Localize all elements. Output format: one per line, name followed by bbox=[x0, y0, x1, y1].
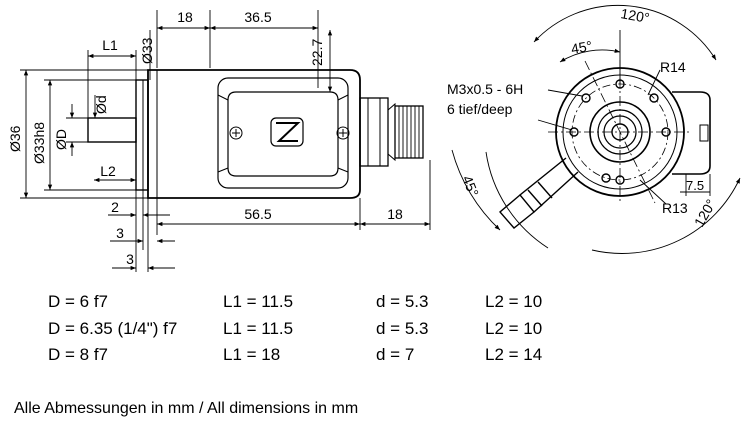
units-footnote: Alle Abmessungen in mm / All dimensions … bbox=[14, 400, 358, 417]
dim-56-5: 56.5 bbox=[244, 206, 271, 222]
screw-icon bbox=[229, 126, 243, 140]
dim-36-5: 36.5 bbox=[244, 9, 271, 25]
dim-r13: R13 bbox=[662, 200, 688, 216]
screw-icon bbox=[336, 126, 350, 140]
dim-120-bottom: 120° bbox=[691, 196, 719, 229]
table-cell-L2-2: L2 = 10 bbox=[485, 319, 542, 338]
logo-icon bbox=[270, 117, 304, 147]
thread-callout: M3x0.5 - 6H bbox=[447, 81, 523, 97]
side-dimension-lines bbox=[20, 10, 431, 272]
dim-2: 2 bbox=[111, 199, 119, 215]
dim-18-top: 18 bbox=[177, 9, 193, 25]
mounting-hole-icon bbox=[601, 173, 611, 183]
mounting-hole-icon bbox=[649, 93, 659, 103]
dim-phi33-top: Ø33 bbox=[139, 37, 155, 64]
dim-phid: Ød bbox=[93, 95, 109, 114]
dim-7-5: 7.5 bbox=[686, 178, 704, 193]
connector-thread bbox=[394, 105, 424, 159]
table-cell-L1-2: L1 = 11.5 bbox=[223, 319, 293, 338]
encoder-body bbox=[147, 69, 361, 199]
dim-phiD: ØD bbox=[53, 129, 69, 150]
dim-phi33h8: Ø33h8 bbox=[31, 122, 47, 164]
dim-phi36: Ø36 bbox=[7, 125, 23, 152]
table-cell-L1-3: L1 = 18 bbox=[223, 345, 280, 364]
table-cell-L2-1: L2 = 10 bbox=[485, 292, 542, 311]
front-dimension-lines bbox=[451, 4, 741, 254]
dim-22-7: 22.7 bbox=[309, 39, 325, 66]
cable-gland bbox=[499, 157, 579, 229]
table-cell-d-2: d = 5.3 bbox=[376, 319, 428, 338]
table-cell-D-1: D = 6 f7 bbox=[48, 292, 108, 311]
dim-r14: R14 bbox=[660, 59, 686, 75]
dim-3a: 3 bbox=[116, 225, 124, 241]
dim-l2: L2 bbox=[100, 163, 116, 179]
dim-45-left: 45° bbox=[459, 173, 482, 199]
table-cell-D-2: D = 6.35 (1/4") f7 bbox=[48, 319, 177, 338]
table-cell-d-3: d = 7 bbox=[376, 345, 414, 364]
label-plate bbox=[217, 77, 349, 189]
connector-housing bbox=[672, 91, 711, 175]
side-view bbox=[87, 69, 424, 199]
dim-18-bottom: 18 bbox=[387, 206, 403, 222]
mounting-hole-icon bbox=[581, 93, 591, 103]
flange bbox=[135, 79, 149, 191]
table-cell-D-3: D = 8 f7 bbox=[48, 345, 108, 364]
dim-45-top: 45° bbox=[570, 38, 594, 57]
table-cell-L2-3: L2 = 14 bbox=[485, 345, 542, 364]
shaft bbox=[87, 117, 137, 143]
dimension-table: D = 6 f7 L1 = 11.5 d = 5.3 L2 = 10 D = 6… bbox=[48, 292, 542, 364]
depth-callout: 6 tief/deep bbox=[447, 101, 513, 117]
connector-nut bbox=[359, 97, 389, 167]
table-cell-d-1: d = 5.3 bbox=[376, 292, 428, 311]
table-cell-L1-1: L1 = 11.5 bbox=[223, 292, 293, 311]
dim-3b: 3 bbox=[126, 251, 134, 267]
dim-120-top: 120° bbox=[619, 5, 650, 26]
dim-l1: L1 bbox=[102, 37, 118, 53]
